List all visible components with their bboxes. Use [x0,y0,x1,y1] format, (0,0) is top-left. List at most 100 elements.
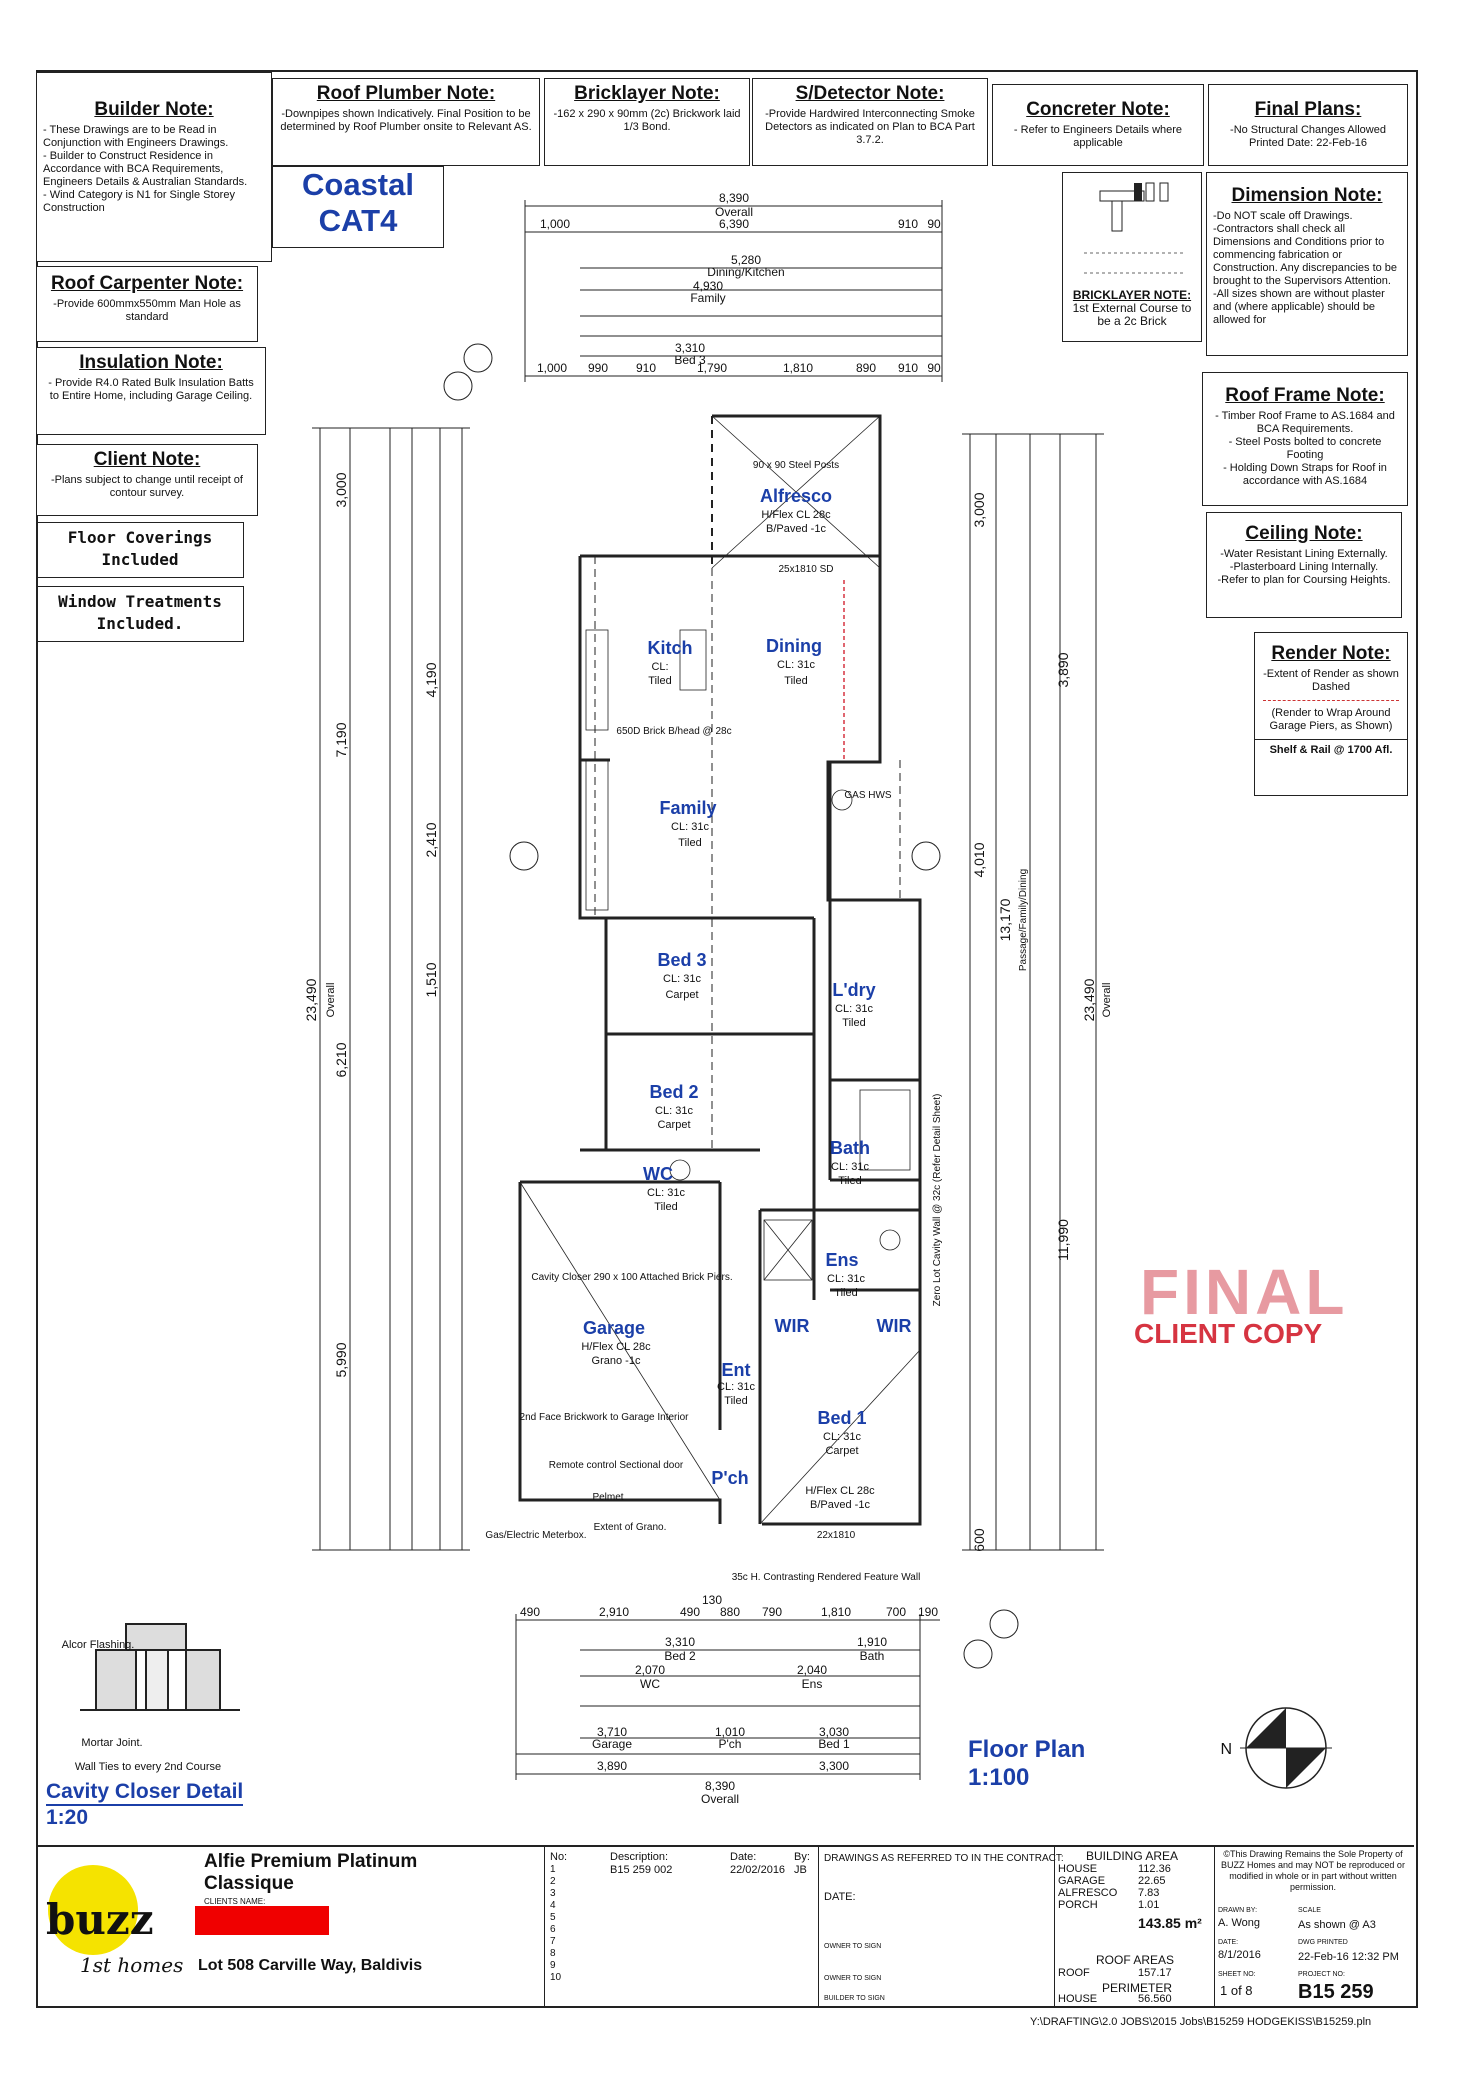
bot-overall-dim: 8,390 [705,1779,735,1793]
room-alfresco-label: Alfresco [760,486,832,506]
mortar-joint-label: Mortar Joint. [81,1737,142,1749]
bot-pch-dim: 1,010 [715,1725,745,1739]
bot-pch-label: P'ch [719,1737,742,1751]
garage-cl: H/Flex CL 28c [581,1341,651,1353]
coastal-line2: CAT4 [318,203,398,238]
right-overall-label: Overall [1101,983,1113,1018]
bed3-cl: CL: 31c [663,973,701,985]
roof-frame-note: Roof Frame Note: - Timber Roof Frame to … [1202,372,1408,506]
left-dim-3: 6,210 [333,1042,349,1077]
final-plans-title: Final Plans: [1254,99,1362,120]
bot-dim-3: 880 [720,1605,740,1619]
bed3-finish: Carpet [665,989,698,1001]
svg-text:N: N [1220,1741,1232,1758]
roof-carpenter-body: -Provide 600mmx550mm Man Hole as standar… [53,298,241,323]
top-bottom-dim-5: 890 [856,361,876,375]
top-bottom-dim-3: 1,790 [697,361,727,375]
rev-num-6: 6 [550,1924,556,1935]
bot-dim-130: 130 [702,1593,722,1607]
sdetector-note: S/Detector Note: -Provide Hardwired Inte… [752,78,988,166]
rev-num-2: 2 [550,1876,556,1887]
bed2-finish: Carpet [657,1119,690,1131]
right-overall-dim: 23,490 [1081,978,1097,1021]
bed2-cl: CL: 31c [655,1105,693,1117]
roof-plumber-body: -Downpipes shown Indicatively. Final Pos… [280,108,532,133]
window-treatments-note: Window Treatments Included. [36,586,244,642]
area-garage-k: GARAGE [1058,1875,1106,1887]
render-extra: (Render to Wrap Around Garage Piers, as … [1269,707,1393,732]
bath-finish: Tiled [838,1175,861,1187]
gas-hws-note: GAS HWS [844,790,892,801]
area-porch-k: PORCH [1058,1899,1098,1911]
final-stamp: FINAL [1140,1256,1349,1328]
bot-overall-label: Overall [701,1792,739,1806]
family-finish: Tiled [678,837,701,849]
bed3-dim: 3,310 [675,341,705,355]
client-title: Client Note: [93,449,201,470]
floor-plan-scale: 1:100 [968,1764,1030,1791]
wir-left-label: WIR [775,1316,810,1336]
area-garage-v: 22.65 [1138,1875,1166,1887]
room-bed2-label: Bed 2 [649,1082,698,1102]
rev-desc: B15 259 002 [610,1864,673,1876]
room-family-label: Family [659,798,716,818]
bot-bath-dim: 1,910 [857,1635,887,1649]
elev-e4-marker [989,1609,1019,1639]
rev-num-3: 3 [550,1888,556,1899]
site-address: Lot 508 Carville Way, Baldivis [198,1957,423,1974]
top-bottom-dim-1: 990 [588,361,608,375]
rev-num-7: 7 [550,1936,556,1947]
feature-wall-note: 35c H. Contrasting Rendered Feature Wall [732,1572,921,1583]
ens-cl: CL: 31c [827,1273,865,1285]
wc-finish: Tiled [654,1201,677,1213]
dimension-note: Dimension Note: -Do NOT scale off Drawin… [1206,172,1408,356]
dimension-title: Dimension Note: [1231,185,1383,206]
client-body: -Plans subject to change until receipt o… [50,474,243,499]
right-dim-2: 3,890 [1055,652,1071,687]
roof-frame-body: - Timber Roof Frame to AS.1684 and BCA R… [1215,410,1395,487]
rev-numbers: 1 2 3 4 5 6 7 8 9 10 [550,1864,561,1984]
project-label: PROJECT NO: [1298,1971,1345,1978]
cavity-closer-note: Cavity Closer 290 x 100 Attached Brick P… [531,1272,732,1283]
alcor-flashing-label: Alcor Flashing. [62,1639,135,1651]
bricklayer-title: Bricklayer Note: [574,83,720,104]
section-a-left-marker [509,841,539,871]
client-copy-stamp: CLIENT COPY [1134,1318,1323,1349]
pch-finish: B/Paved -1c [810,1499,870,1511]
date2: 8/1/2016 [1218,1949,1261,1961]
window-top-label: 25x1810 SD [778,564,833,575]
drawing-sheet [36,70,1418,2008]
bath-cl: CL: 31c [831,1161,869,1173]
rev-num-1: 1 [550,1864,556,1875]
drawn-by: A. Wong [1218,1917,1260,1929]
remote-door-note: Remote control Sectional door [549,1460,684,1471]
bot-garage-dim: 3,710 [597,1725,627,1739]
bot-dim-0: 490 [520,1605,540,1619]
building-area-label: BUILDING AREA [1086,1849,1179,1863]
room-bed3-label: Bed 3 [657,950,706,970]
copyright-note: ©This Drawing Remains the Sole Property … [1221,1849,1405,1892]
buzz-logo: buzz 1st homes [40,1865,190,1985]
bricklayer-detail-body: 1st External Course to be a 2c Brick [1072,301,1192,328]
owner-sign-1: OWNER TO SIGN [824,1943,882,1950]
area-alfresco-k: ALFRESCO [1058,1887,1118,1899]
ent-finish: Tiled [724,1395,747,1407]
zero-lot-note: Zero Lot Cavity Wall @ 32c (Refer Detail… [932,1094,943,1307]
top-overall-dim: 8,390 [719,191,749,205]
roof-areas-label: ROOF AREAS [1096,1953,1175,1967]
builder-sign: BUILDER TO SIGN [824,1995,885,2002]
top-bottom-dim-6: 910 [898,361,918,375]
ceiling-title: Ceiling Note: [1245,523,1363,544]
drawn-by-label: DRAWN BY: [1218,1907,1258,1914]
render-title: Render Note: [1271,643,1391,664]
logo-sub: 1st homes [80,1953,184,1977]
garage-finish: Grano -1c [592,1355,641,1367]
total-area: 143.85 m² [1138,1915,1202,1931]
title-block: buzz 1st homes Alfie Premium Platinum Cl… [36,1845,1414,2006]
right-dim-3: 4,010 [971,842,987,877]
design-name: Alfie Premium Platinum Classique [204,1851,418,1894]
bricklayer-detail-box: BRICKLAYER NOTE: 1st External Course to … [1062,172,1202,342]
elev-e2-marker [443,371,473,401]
rev-num-9: 9 [550,1960,556,1971]
concreter-title: Concreter Note: [1026,99,1170,120]
